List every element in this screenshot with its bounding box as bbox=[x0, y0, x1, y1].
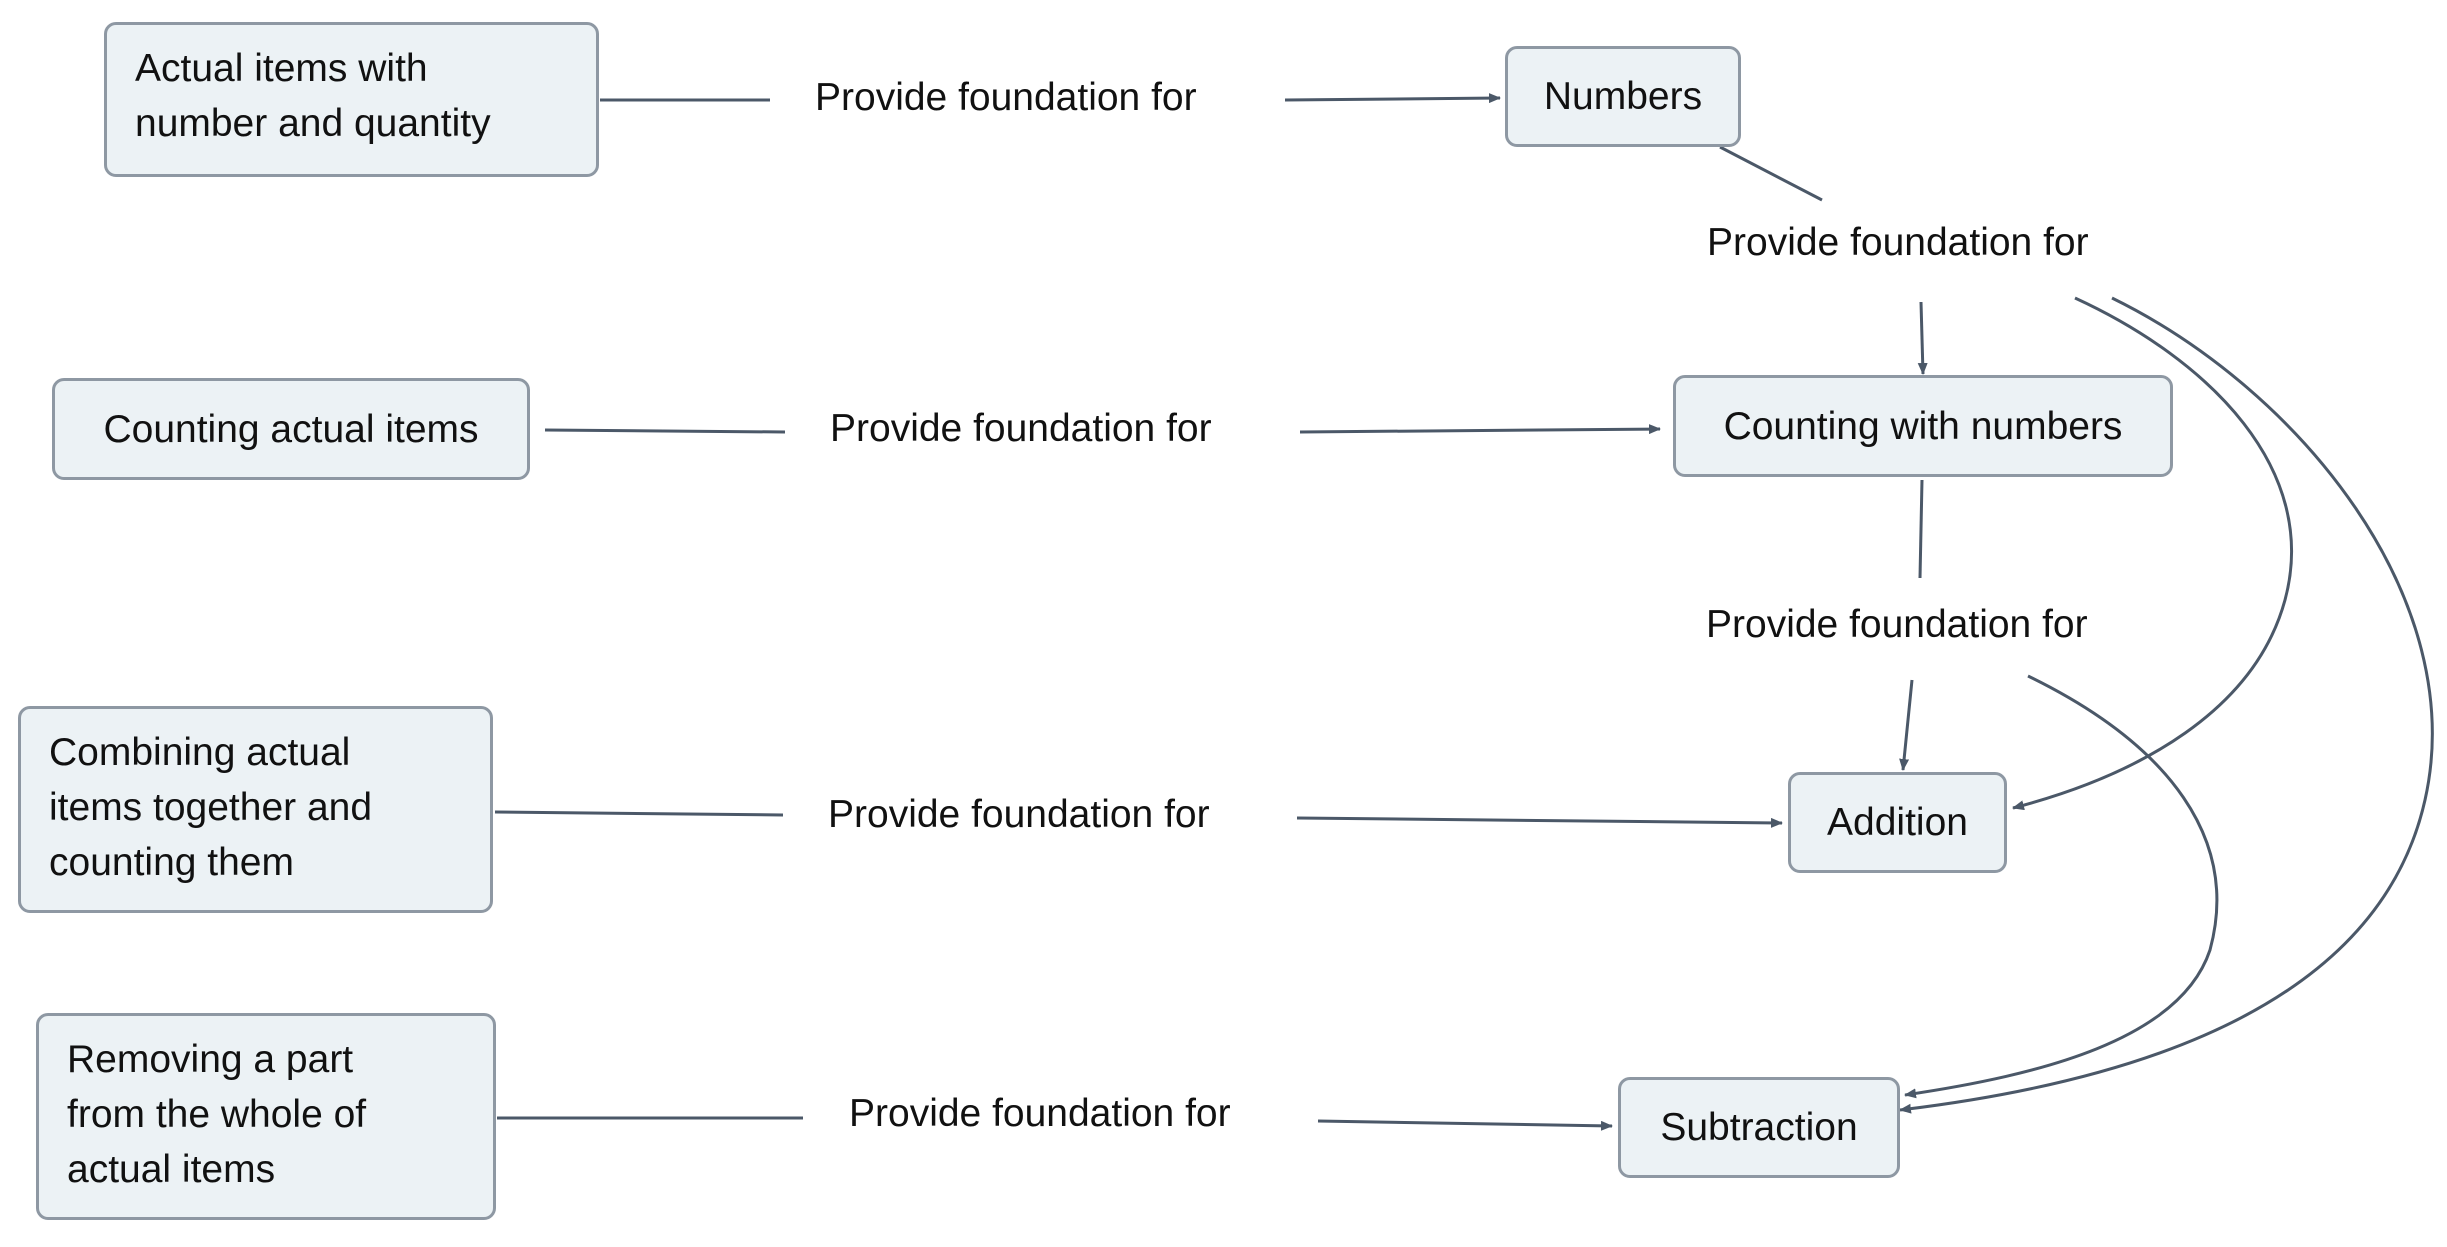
node-label: Subtraction bbox=[1660, 1106, 1858, 1149]
edge-counting-numbers-to-subtraction-curve bbox=[1904, 674, 2219, 1099]
node-label: Addition bbox=[1827, 801, 1968, 844]
node-line: Actual items with bbox=[135, 47, 428, 90]
edge-label-to-subtraction bbox=[1317, 1119, 1613, 1131]
node-line: actual items bbox=[67, 1148, 276, 1191]
node-label: Counting actual items bbox=[103, 407, 479, 451]
edge-counting-actual-to-label bbox=[544, 428, 786, 434]
edge-numbers-to-addition-curve bbox=[2012, 296, 2293, 811]
edge-numbers-to-label bbox=[1719, 145, 1823, 202]
edge-label-to-addition bbox=[1899, 679, 1914, 771]
edge-label-numbers-to-counting: Provide foundation for bbox=[1707, 221, 2089, 264]
node-line: number and quantity bbox=[135, 102, 491, 145]
node-actual-items: Actual items with number and quantity bbox=[104, 22, 599, 177]
edge-label-removing-to-subtraction: Provide foundation for bbox=[849, 1092, 1231, 1135]
edge-combining-to-label bbox=[494, 810, 784, 817]
edge-label-to-numbers bbox=[1284, 93, 1501, 104]
node-line: Combining actual bbox=[49, 731, 351, 774]
edge-label-to-addition-2 bbox=[1296, 816, 1783, 828]
node-line: counting them bbox=[49, 841, 294, 884]
edge-label-actual-to-numbers: Provide foundation for bbox=[815, 76, 1197, 119]
edge-label-counting-numbers-to-addition: Provide foundation for bbox=[1706, 603, 2088, 646]
edge-counting-numbers-to-label bbox=[1918, 479, 1924, 579]
node-line: from the whole of bbox=[67, 1093, 367, 1136]
node-label: Numbers bbox=[1543, 75, 1703, 118]
node-subtraction: Subtraction bbox=[1618, 1077, 1900, 1178]
edge-numbers-to-subtraction-curve bbox=[1899, 296, 2434, 1114]
node-counting-actual-items: Counting actual items bbox=[52, 378, 530, 480]
node-line: Removing a part bbox=[67, 1038, 354, 1081]
node-numbers: Numbers bbox=[1505, 46, 1741, 147]
edge-label-to-counting-numbers bbox=[1917, 301, 1928, 375]
node-label: Counting with numbers bbox=[1723, 404, 2123, 448]
edge-label-counting-actual-to-counting-numbers: Provide foundation for bbox=[830, 407, 1212, 450]
edge-label-combining-to-addition: Provide foundation for bbox=[828, 793, 1210, 836]
node-removing-part: Removing a part from the whole of actual… bbox=[36, 1013, 496, 1220]
node-addition: Addition bbox=[1788, 772, 2007, 873]
node-line: items together and bbox=[49, 786, 373, 829]
node-combining-actual-items: Combining actual items together and coun… bbox=[18, 706, 493, 913]
edge-label-to-counting-numbers-2 bbox=[1299, 424, 1661, 435]
node-counting-with-numbers: Counting with numbers bbox=[1673, 375, 2173, 477]
